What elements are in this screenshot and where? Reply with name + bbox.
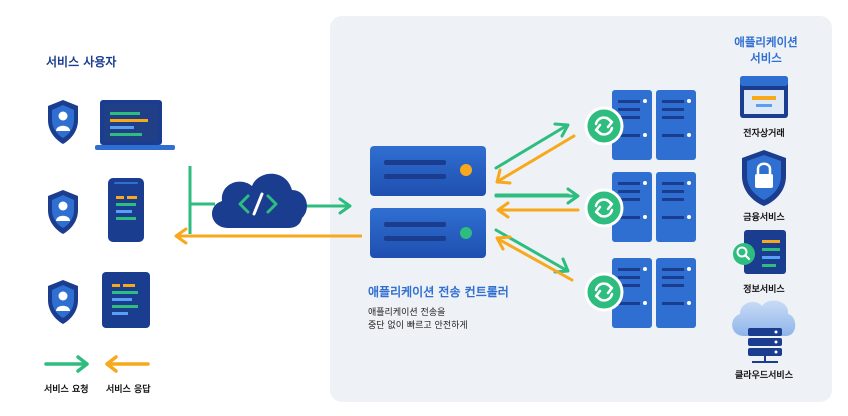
refresh-badge-icon	[584, 106, 624, 146]
refresh-badge-icon	[584, 272, 624, 312]
service-label-finance: 금융서비스	[743, 211, 785, 223]
legend-response-arrow	[105, 355, 150, 373]
cloud-code-icon	[211, 173, 307, 228]
service-label-info: 정보서비스	[743, 283, 785, 295]
ecommerce-browser-icon	[740, 76, 788, 118]
server-response-arrows	[495, 134, 580, 282]
user-shield-icon	[48, 100, 78, 144]
controller-unit-top	[370, 146, 486, 196]
smartphone-icon	[108, 178, 144, 242]
controller-unit-bottom	[370, 208, 486, 258]
controller-desc-line2: 중단 없이 빠르고 안전하게	[368, 320, 468, 331]
app-server-rack	[612, 258, 696, 328]
users-title: 서비스 사용자	[46, 54, 116, 69]
controller-title: 애플리케이션 전송 컨트롤러	[368, 284, 509, 299]
refresh-badge-icon	[584, 188, 624, 228]
services-title-line1: 애플리케이션	[734, 35, 797, 49]
response-flow-line	[174, 227, 362, 245]
controller-panel	[330, 16, 832, 402]
legend-request-label: 서비스 요청	[44, 383, 89, 395]
user-shield-icon	[48, 280, 78, 324]
legend-response-label: 서비스 응답	[106, 383, 151, 395]
app-server-rack	[612, 90, 696, 160]
services-title-line2: 서비스	[750, 51, 782, 65]
tablet-icon	[102, 272, 150, 328]
request-flow-line	[188, 166, 352, 234]
cloud-server-icon	[732, 300, 796, 363]
shield-lock-icon	[742, 150, 786, 206]
app-server-rack	[612, 172, 696, 242]
laptop-icon	[95, 100, 175, 150]
controller-desc-line1: 애플리케이션 전송을	[368, 307, 445, 318]
service-label-cloud: 클라우드서비스	[735, 369, 794, 381]
service-label-ecommerce: 전자상거래	[743, 127, 784, 139]
search-document-icon	[733, 230, 786, 274]
user-shield-icon	[48, 190, 78, 234]
legend-request-arrow	[44, 355, 89, 373]
